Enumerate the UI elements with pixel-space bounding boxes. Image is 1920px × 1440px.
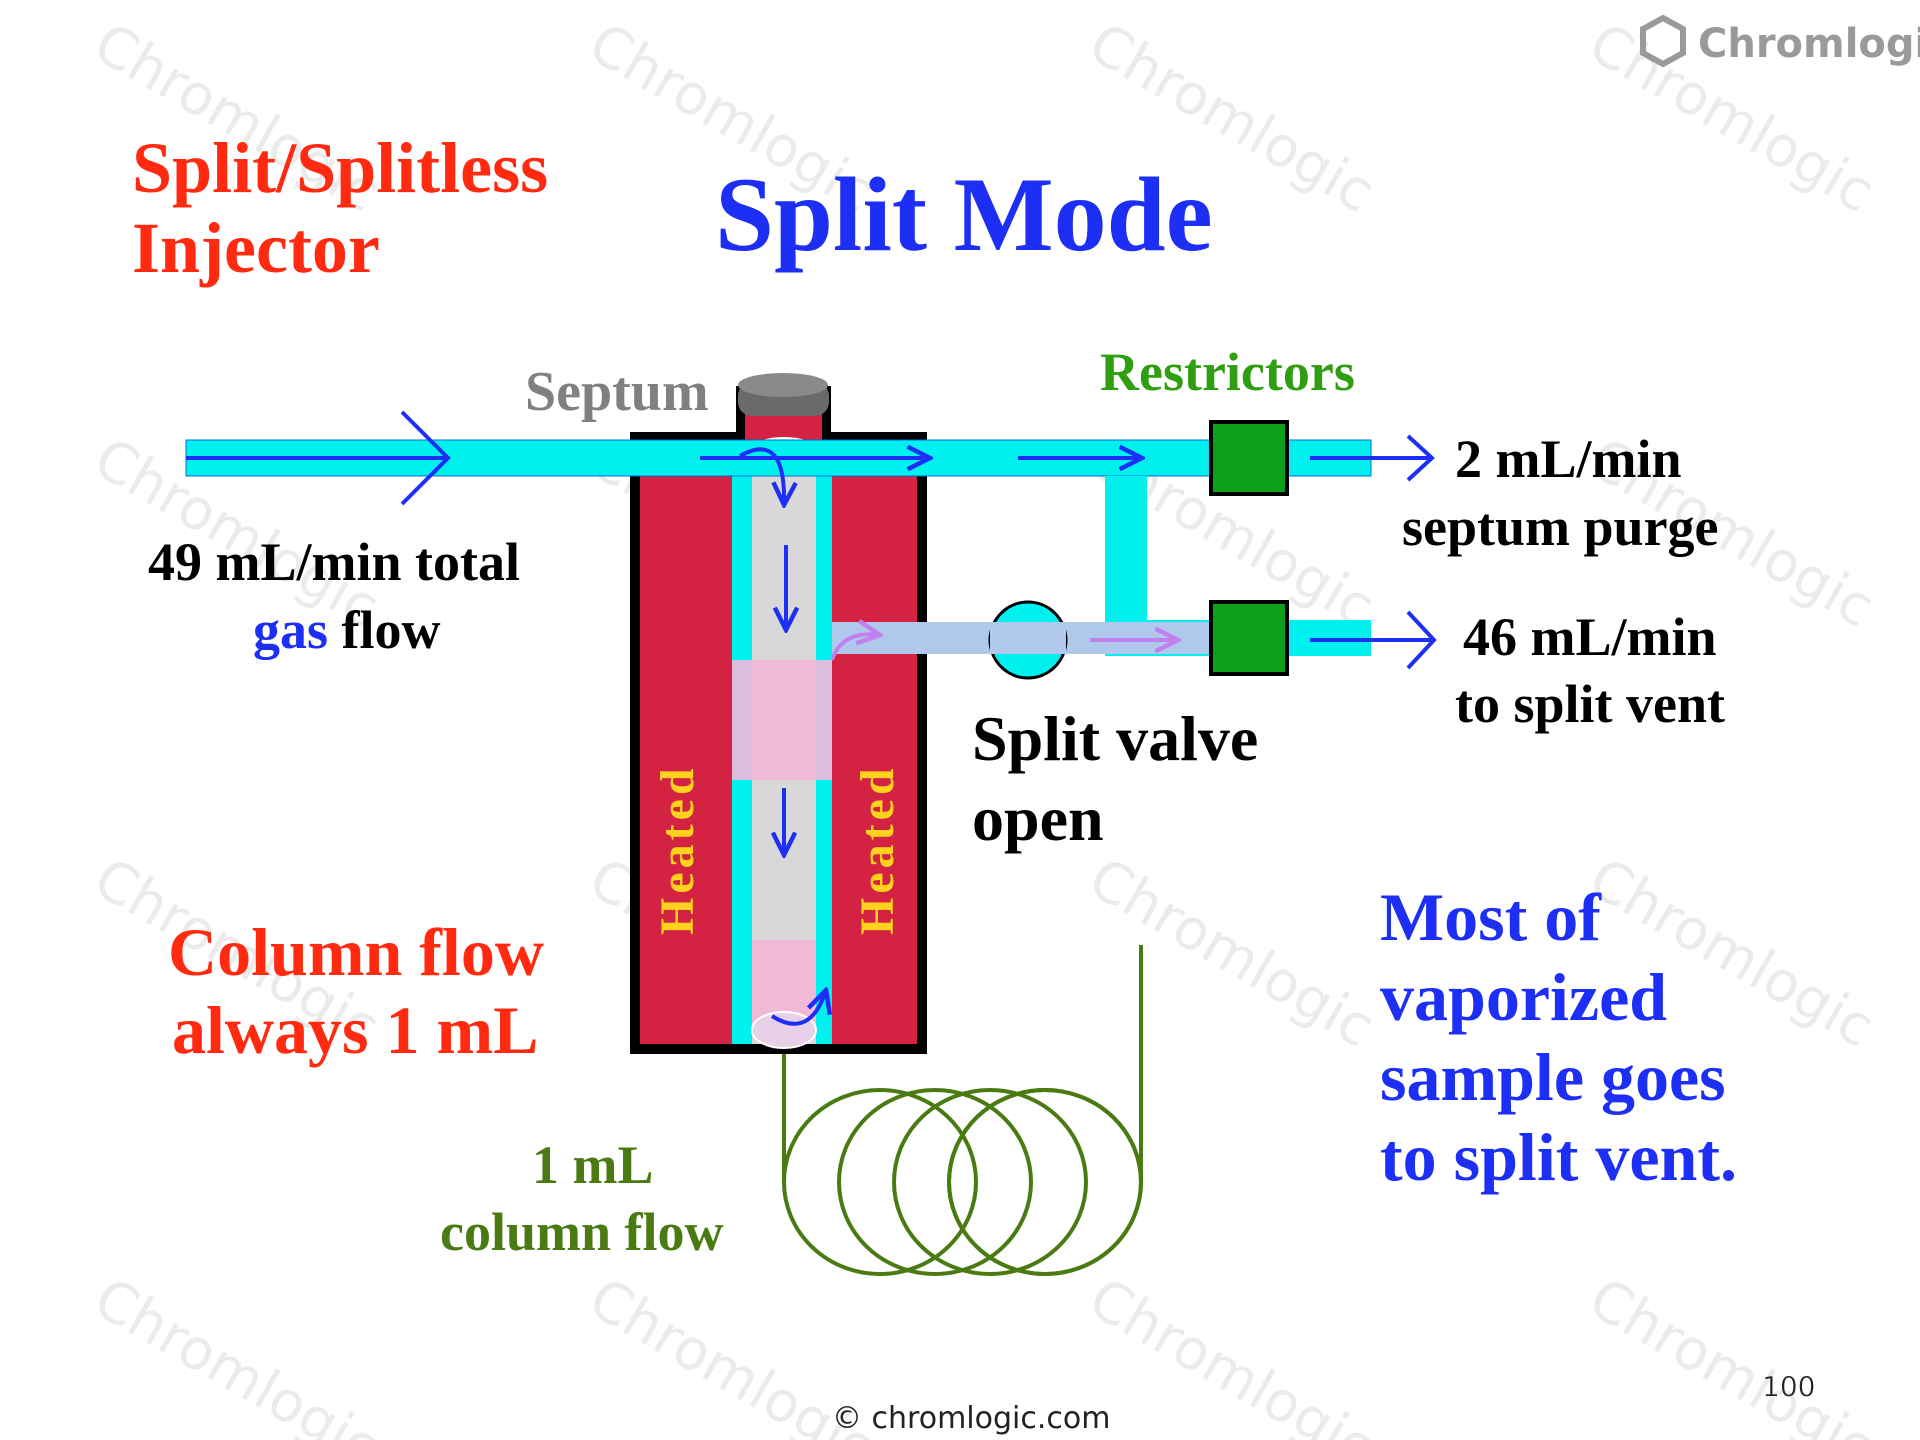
watermark: Chromlogic [1578, 1266, 1885, 1440]
flow-arrows [186, 410, 1437, 1026]
coil-loop [782, 1088, 978, 1276]
total-flow-label: 49 mL/min total [148, 532, 520, 592]
column-flow-note-line2: always 1 mL [172, 992, 538, 1068]
column-rate-label: 1 mL [532, 1135, 654, 1195]
coil-loop [837, 1088, 1033, 1276]
watermark: Chromlogic [1078, 1266, 1385, 1440]
column-desc-label: column flow [440, 1202, 724, 1262]
vapor-zone [732, 660, 832, 780]
injector-title-line1: Split/Splitless [132, 128, 548, 208]
gas-flow-label: gas flow [253, 600, 441, 660]
restrictor-split [1209, 600, 1289, 676]
watermark: Chromlogic [1078, 846, 1385, 1061]
split-vent-desc-label: to split vent [1455, 674, 1725, 734]
flow-word: flow [328, 600, 440, 660]
inlet-arrowhead [400, 410, 451, 506]
note-line3: sample goes [1380, 1039, 1726, 1115]
restrictor-purge [1209, 420, 1289, 496]
restrictors-label: Restrictors [1100, 342, 1355, 402]
purge-rate-label: 2 mL/min [1455, 429, 1682, 489]
hexagon-logo-icon [1640, 14, 1686, 68]
septum-top [738, 373, 828, 397]
split-valve-channel [990, 622, 1066, 654]
split-out-arrowhead [1406, 610, 1437, 670]
watermark: Chromlogic [83, 1266, 390, 1440]
coil-loop [892, 1088, 1088, 1276]
gas-word: gas [253, 600, 328, 660]
purge-desc-label: septum purge [1402, 497, 1719, 557]
split-turn-arrow [830, 634, 880, 661]
page-title: Split Mode [715, 156, 1213, 273]
brand-logo: Chromlogic [1640, 14, 1920, 68]
split-valve-label-line1: Split valve [972, 703, 1258, 774]
split-vent-rate-label: 46 mL/min [1463, 607, 1717, 667]
note-line1: Most of [1380, 879, 1602, 955]
note-line4: to split vent. [1380, 1119, 1737, 1195]
heated-label-right: Heated [851, 764, 904, 935]
brand-name: Chromlogic [1698, 21, 1920, 67]
septum-label: Septum [525, 361, 709, 423]
page-number: 100 [1762, 1370, 1815, 1403]
septum-turn-arrow [739, 447, 784, 505]
copyright-footer: © chromlogic.com [832, 1401, 1110, 1436]
column-flow-note-line1: Column flow [168, 914, 544, 990]
split-valve-label-line2: open [972, 783, 1104, 854]
injector-title-line2: Injector [132, 208, 380, 288]
heated-label-left: Heated [651, 764, 704, 935]
note-line2: vaporized [1380, 959, 1667, 1035]
liner-bottom [751, 1011, 817, 1049]
column-coil [782, 945, 1143, 1276]
bottom-return-arrow [770, 990, 826, 1026]
purge-out-arrowhead [1406, 434, 1435, 482]
